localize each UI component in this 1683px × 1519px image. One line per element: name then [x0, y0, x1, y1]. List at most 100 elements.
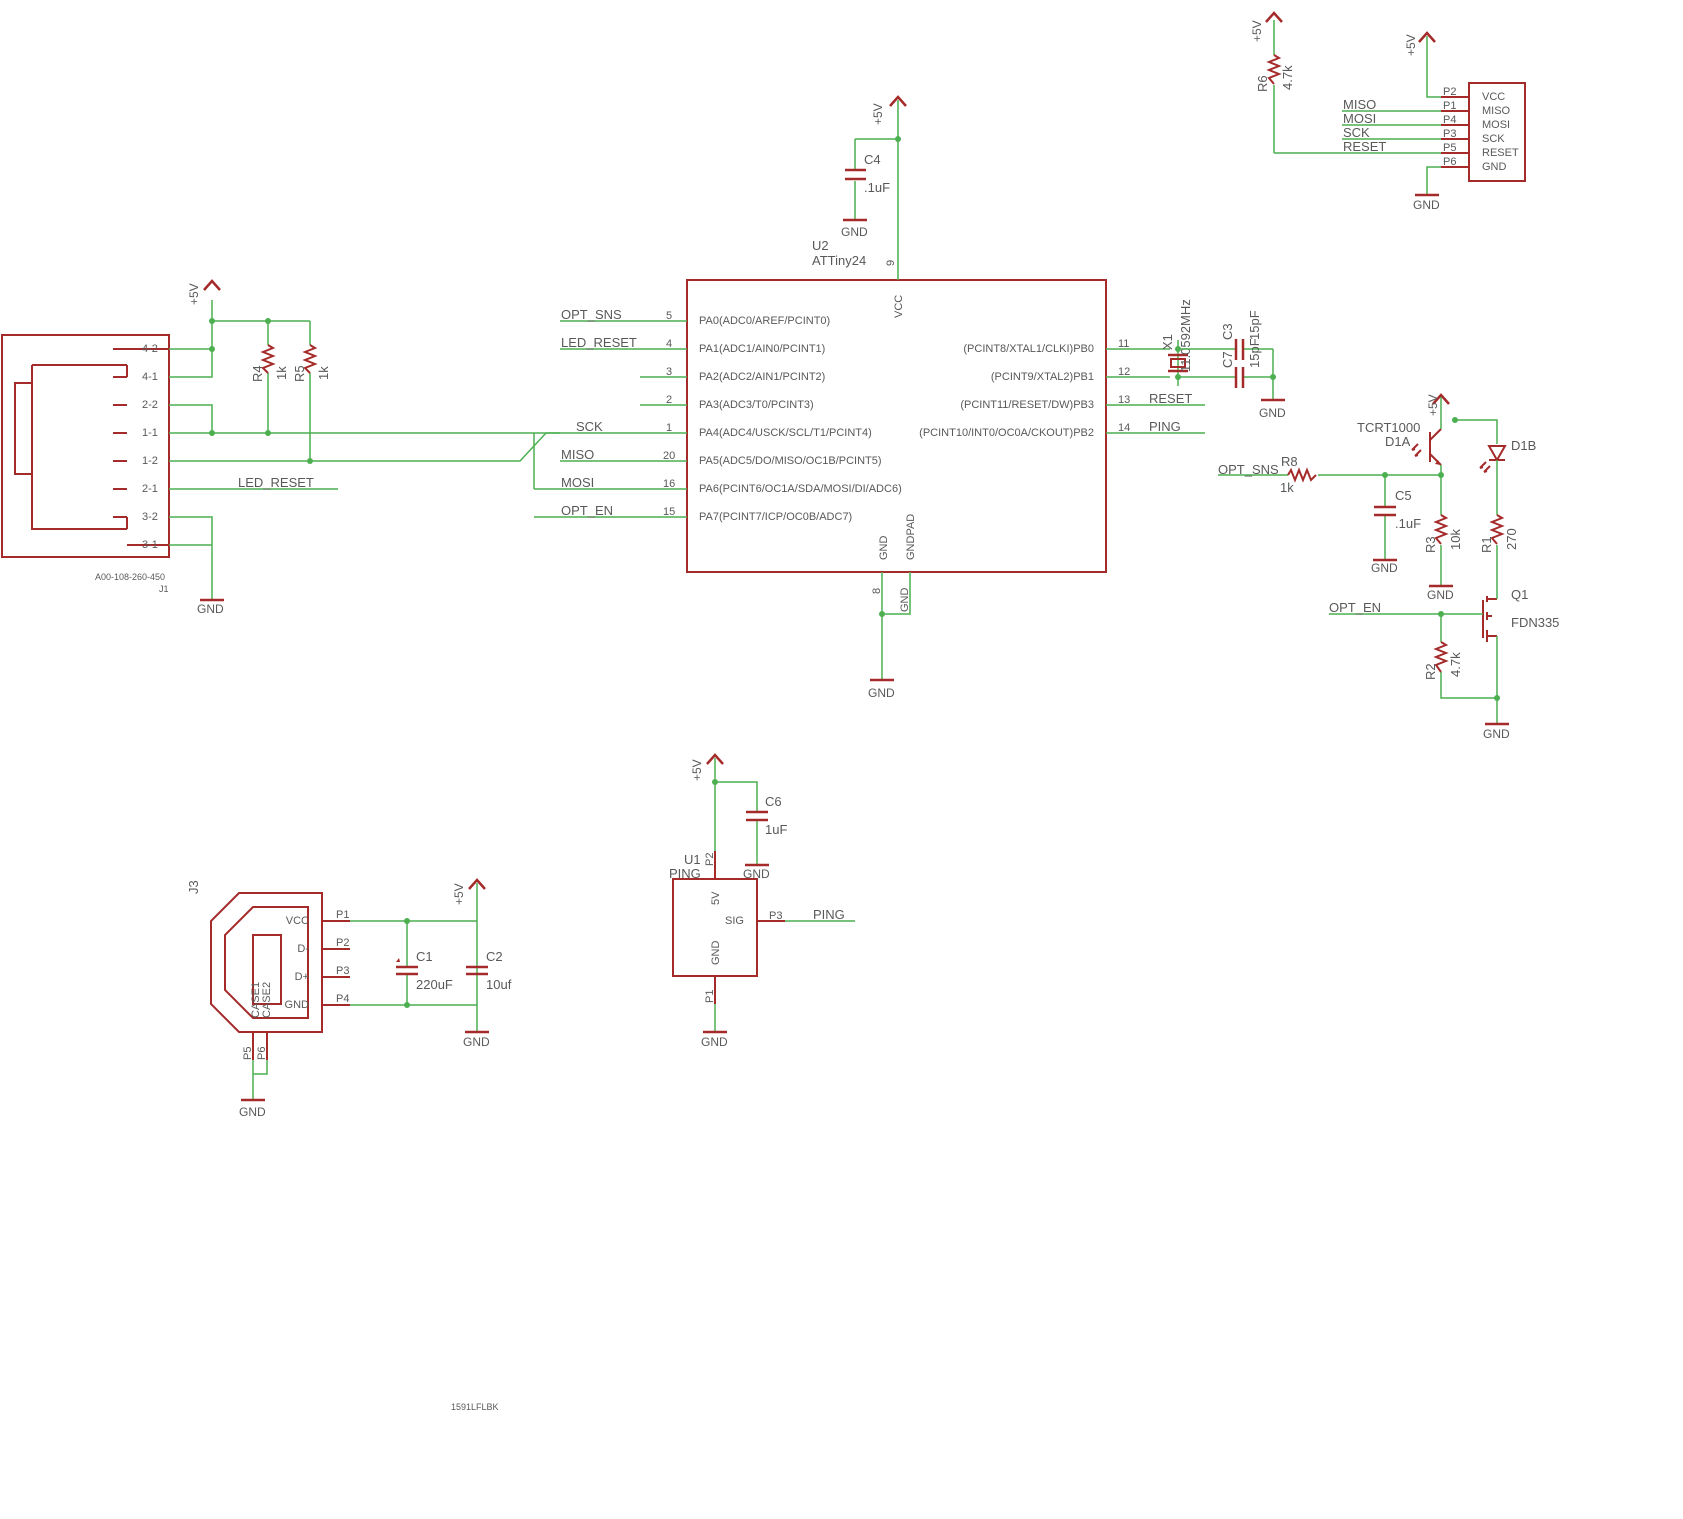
svg-text:15pF: 15pF — [1247, 310, 1262, 340]
u2-pin-pb1: (PCINT9/XTAL2)PB1 — [991, 371, 1094, 383]
u2-ref: U2 — [812, 238, 829, 253]
svg-text:3: 3 — [666, 366, 672, 378]
capacitor-c4: C4 .1uF GND — [841, 139, 890, 239]
svg-text:+5V: +5V — [187, 283, 201, 305]
svg-text:15pF: 15pF — [1247, 338, 1262, 368]
j1-part: A00-108-260-450 — [95, 572, 165, 582]
svg-text:13: 13 — [1118, 394, 1130, 406]
svg-text:R2: R2 — [1423, 663, 1438, 680]
usb-connector-j3: J3 VCC D- D+ GND CASE1 CASE2 P1 P2 P3 P4… — [186, 878, 499, 1412]
capacitor-c6: C6 1uF GND — [743, 794, 787, 881]
svg-text:P4: P4 — [1443, 114, 1456, 126]
u1-part: PING — [669, 866, 701, 881]
capacitor-c2: C2 10uf — [466, 949, 512, 992]
svg-text:MISO: MISO — [1482, 105, 1511, 117]
vcc-symbol: +5V — [871, 95, 907, 125]
svg-text:GND: GND — [899, 588, 911, 613]
svg-text:1k: 1k — [274, 366, 289, 380]
svg-text:GND: GND — [285, 999, 310, 1011]
svg-text:14: 14 — [1118, 422, 1130, 434]
svg-text:16: 16 — [663, 478, 675, 490]
svg-text:SCK: SCK — [1343, 125, 1370, 140]
svg-text:20: 20 — [663, 450, 675, 462]
svg-text:D+: D+ — [295, 971, 309, 983]
svg-text:C5: C5 — [1395, 488, 1412, 503]
svg-text:4-2: 4-2 — [142, 343, 158, 355]
svg-text:.1uF: .1uF — [864, 180, 890, 195]
svg-text:GND: GND — [1483, 727, 1510, 741]
svg-text:P4: P4 — [336, 993, 349, 1005]
svg-text:MOSI: MOSI — [1343, 111, 1376, 126]
svg-text:270: 270 — [1504, 528, 1519, 550]
svg-text:GND: GND — [1482, 161, 1507, 173]
svg-text:Q1: Q1 — [1511, 587, 1528, 602]
net-reset: RESET — [1149, 391, 1192, 406]
svg-text:2-1: 2-1 — [142, 483, 158, 495]
svg-text:P5: P5 — [242, 1047, 254, 1060]
svg-text:GND: GND — [1371, 561, 1398, 575]
optical-sensor-circuit: TCRT1000 D1A +5V D1B R8 1k OPT_SNS C5 .1… — [1218, 393, 1559, 741]
svg-text:P1: P1 — [336, 909, 349, 921]
svg-text:C3: C3 — [1220, 323, 1235, 340]
svg-text:220uF: 220uF — [416, 977, 453, 992]
svg-text:10k: 10k — [1448, 529, 1463, 550]
svg-text:GND: GND — [197, 602, 224, 616]
capacitor-c7: C7 15pF GND — [1178, 338, 1286, 420]
net-led-reset: LED_RESET — [561, 335, 637, 350]
svg-text:P2: P2 — [336, 937, 349, 949]
svg-text:R1: R1 — [1479, 536, 1494, 553]
net-led-reset: LED_RESET — [238, 475, 314, 490]
resistor-r5: R5 1k — [292, 321, 331, 461]
svg-text:GND: GND — [743, 867, 770, 881]
svg-text:4-1: 4-1 — [142, 371, 158, 383]
svg-text:1uF: 1uF — [765, 822, 787, 837]
u2-pin-gnd: GND — [878, 536, 890, 561]
svg-text:5V: 5V — [710, 891, 722, 905]
isp-header: VCC MISO MOSI SCK RESET GND P2 P1 P4 P3 … — [1274, 31, 1526, 212]
svg-text:C1: C1 — [416, 949, 433, 964]
svg-text:P3: P3 — [336, 965, 349, 977]
svg-text:4.7k: 4.7k — [1280, 65, 1295, 90]
svg-text:3-2: 3-2 — [142, 511, 158, 523]
svg-text:GND: GND — [239, 1105, 266, 1119]
svg-text:MOSI: MOSI — [1482, 119, 1510, 131]
u2-part: ATTiny24 — [812, 253, 866, 268]
svg-text:10uf: 10uf — [486, 977, 512, 992]
svg-text:+5V: +5V — [452, 883, 466, 905]
svg-text:GND: GND — [1259, 406, 1286, 420]
u2-pin-pb3: (PCINT11/RESET/DW)PB3 — [960, 399, 1094, 411]
svg-text:4: 4 — [666, 338, 672, 350]
net-ping: PING — [813, 907, 845, 922]
svg-text:RESET: RESET — [1482, 147, 1519, 159]
svg-text:P1: P1 — [704, 990, 716, 1003]
svg-text:11: 11 — [1118, 338, 1129, 350]
svg-text:2-2: 2-2 — [142, 399, 158, 411]
svg-text:R4: R4 — [250, 365, 265, 382]
svg-text:+5V: +5V — [1250, 20, 1264, 42]
ping-sensor-u1: U1 PING 5V SIG GND P2 P3 P1 PING +5V GND — [669, 753, 855, 1049]
crystal-x1: X1 11.0592MHz — [1160, 299, 1193, 386]
j3-part: 1591LFLBK — [451, 1402, 499, 1412]
net-ping: PING — [1149, 419, 1181, 434]
j3-ref: J3 — [186, 880, 201, 894]
u2-pin-pa2: PA2(ADC2/AIN1/PCINT2) — [699, 371, 825, 383]
svg-text:1-1: 1-1 — [142, 427, 158, 439]
d1b-label: D1B — [1511, 438, 1536, 453]
svg-text:P6: P6 — [256, 1047, 268, 1060]
svg-text:GND: GND — [1427, 588, 1454, 602]
svg-text:.1uF: .1uF — [1395, 516, 1421, 531]
svg-text:3-1: 3-1 — [142, 539, 158, 551]
svg-text:P1: P1 — [1443, 100, 1456, 112]
u2-pin-pa7: PA7(PCINT7/ICP/OC0B/ADC7) — [699, 511, 852, 523]
u2-pin-pa5: PA5(ADC5/DO/MISO/OC1B/PCINT5) — [699, 455, 882, 467]
u2-pin-gndpad: GNDPAD — [905, 514, 917, 560]
u1-ref: U1 — [684, 852, 701, 867]
svg-text:SIG: SIG — [725, 915, 744, 927]
u2-pin-pb0: (PCINT8/XTAL1/CLKI)PB0 — [963, 343, 1094, 355]
svg-text:1k: 1k — [316, 366, 331, 380]
svg-text:P5: P5 — [1443, 142, 1456, 154]
svg-text:+5V: +5V — [1404, 34, 1418, 56]
net-mosi: MOSI — [561, 475, 594, 490]
svg-text:1k: 1k — [1280, 480, 1294, 495]
